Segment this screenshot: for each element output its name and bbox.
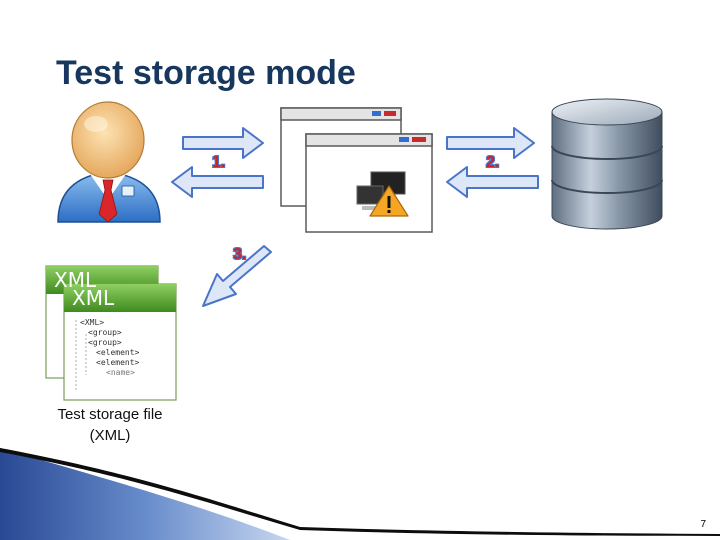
xml-tab-back-label: XML <box>54 268 97 292</box>
warning-icon <box>369 185 409 217</box>
arrow-app-to-user <box>171 166 264 198</box>
xml-tree-line: <XML> <box>80 318 105 327</box>
step-label-1: 1. <box>212 154 226 171</box>
application-windows-icon <box>280 107 433 233</box>
xml-document-icon <box>45 265 177 401</box>
xml-tree-line: <name> <box>106 368 135 377</box>
xml-caption-line-1: Test storage file <box>57 406 163 423</box>
xml-caption: Test storage file (XML) <box>40 404 180 446</box>
xml-tab-front-label: XML <box>72 286 115 310</box>
arrow-database-to-app <box>446 166 539 198</box>
step-label-2: 2. <box>486 154 500 171</box>
slide-title: Test storage mode <box>56 54 356 92</box>
user-avatar-icon <box>57 101 161 223</box>
xml-tree-line: <element> <box>96 358 140 367</box>
xml-caption-line-2: (XML) <box>89 427 131 444</box>
arrow-app-to-xml <box>202 245 272 307</box>
arrow-app-to-database <box>446 127 535 159</box>
xml-tree-line: <group> <box>88 328 122 337</box>
step-label-3: 3. <box>233 246 247 263</box>
xml-tree: <XML> <group> <group> <element> <element… <box>80 318 139 378</box>
page-number: 7 <box>700 519 706 530</box>
database-icon <box>551 98 663 230</box>
bottom-decorative-band <box>0 448 720 540</box>
xml-tree-line: <element> <box>96 348 140 357</box>
arrow-user-to-app <box>182 127 264 159</box>
xml-tree-line: <group> <box>88 338 122 347</box>
